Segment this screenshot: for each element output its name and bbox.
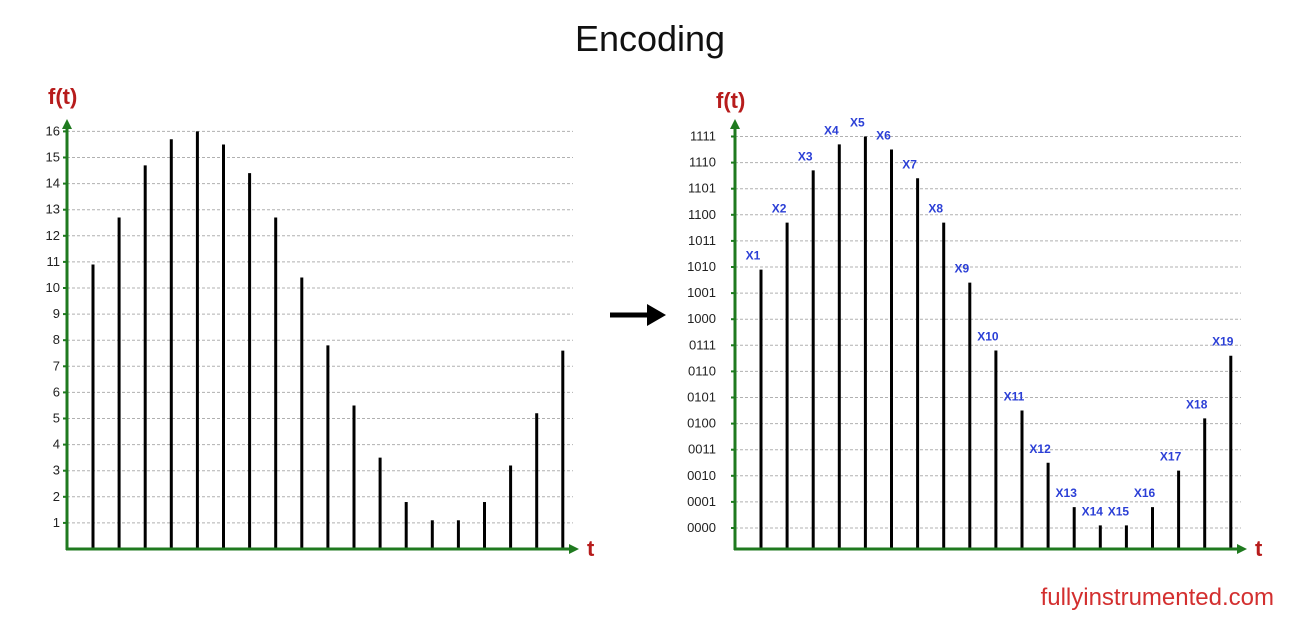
y-tick-label: 5	[53, 411, 60, 426]
watermark-text: fullyinstrumented.com	[1040, 584, 1274, 611]
chart-title: Encoding	[574, 18, 726, 59]
y-tick-label: 2	[53, 489, 60, 504]
sample-label: X10	[977, 330, 999, 344]
y-tick-label: 0001	[687, 494, 716, 509]
y-tick-label: 16	[46, 123, 60, 138]
y-tick-label: 10	[46, 280, 60, 295]
y-tick-label: 1101	[688, 181, 716, 196]
sample-label: X5	[850, 116, 865, 130]
y-tick-label: 1011	[688, 233, 716, 248]
sample-label: X18	[1186, 397, 1208, 411]
y-tick-label: 12	[46, 228, 60, 243]
sample-label: X4	[824, 123, 839, 137]
sample-label: X7	[902, 157, 917, 171]
y-tick-label: 0011	[688, 442, 716, 457]
transition-arrow-icon	[610, 304, 666, 326]
y-tick-label: 0101	[687, 390, 716, 405]
sample-label: X9	[954, 262, 969, 276]
right-chart-encoded-signal: 0000 0001 0010 0011 0100 0101 0110 0111 1000 1001…	[687, 88, 1263, 561]
y-tick-label: 8	[53, 332, 60, 347]
y-axis-label: f(t)	[716, 88, 745, 113]
y-tick-label: 1	[53, 515, 60, 530]
y-tick-label: 1110	[689, 155, 716, 170]
y-tick-label: 0111	[689, 337, 716, 352]
sample-label: X13	[1056, 486, 1078, 500]
sample-label: X6	[876, 129, 891, 143]
x-axis-label: t	[587, 536, 595, 561]
sample-label: X3	[798, 149, 813, 163]
sample-label: X15	[1108, 504, 1130, 518]
sample-label: X1	[746, 249, 761, 263]
y-tick-label: 1000	[687, 311, 716, 326]
y-tick-label: 15	[46, 150, 60, 165]
y-tick-label: 11	[47, 254, 61, 269]
sample-label: X17	[1160, 450, 1182, 464]
sample-label: X12	[1029, 442, 1051, 456]
y-tick-label: 1111	[690, 129, 716, 144]
sample-label: X16	[1134, 486, 1156, 500]
y-tick-label: 1001	[687, 285, 716, 300]
sample-label: X2	[772, 202, 787, 216]
y-tick-label: 0100	[687, 416, 716, 431]
y-tick-label: 0010	[687, 468, 716, 483]
y-axis-label: f(t)	[48, 84, 77, 109]
y-tick-label: 7	[53, 358, 60, 373]
y-tick-label: 14	[46, 176, 60, 191]
y-tick-label: 13	[46, 202, 60, 217]
y-tick-label: 1010	[687, 259, 716, 274]
sample-label: X8	[928, 202, 943, 216]
x-axis-label: t	[1255, 536, 1263, 561]
y-tick-label: 9	[53, 306, 60, 321]
y-tick-label: 4	[53, 437, 60, 452]
y-tick-label: 6	[53, 384, 60, 399]
sample-label: X14	[1082, 504, 1104, 518]
y-tick-label: 0110	[688, 363, 716, 378]
y-tick-label: 1100	[688, 207, 716, 222]
sample-label: X11	[1004, 390, 1025, 404]
y-tick-label: 0000	[687, 520, 716, 535]
sample-label: X19	[1212, 335, 1234, 349]
y-tick-label: 3	[53, 463, 60, 478]
